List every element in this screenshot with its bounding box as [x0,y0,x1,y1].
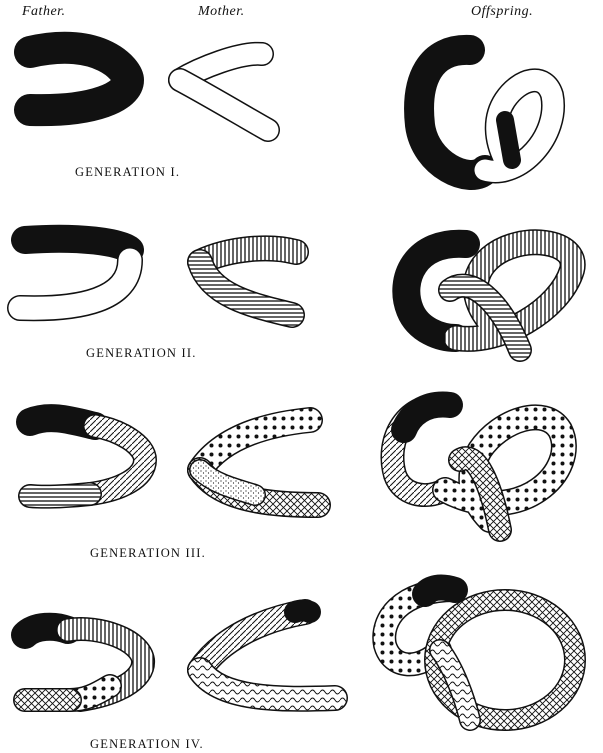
gen2-father [20,239,130,309]
gen1-offspring [419,50,553,175]
gen3-offspring [392,405,563,530]
gen4-mother [200,611,335,699]
gen4-father [25,627,143,700]
gen2-offspring [406,242,572,350]
gen2-mother [200,248,296,315]
gen1-father [30,48,128,110]
gen3-mother [200,420,318,505]
gen4-offspring [384,587,575,720]
gen3-father [30,418,145,496]
gen1-mother [180,54,268,130]
